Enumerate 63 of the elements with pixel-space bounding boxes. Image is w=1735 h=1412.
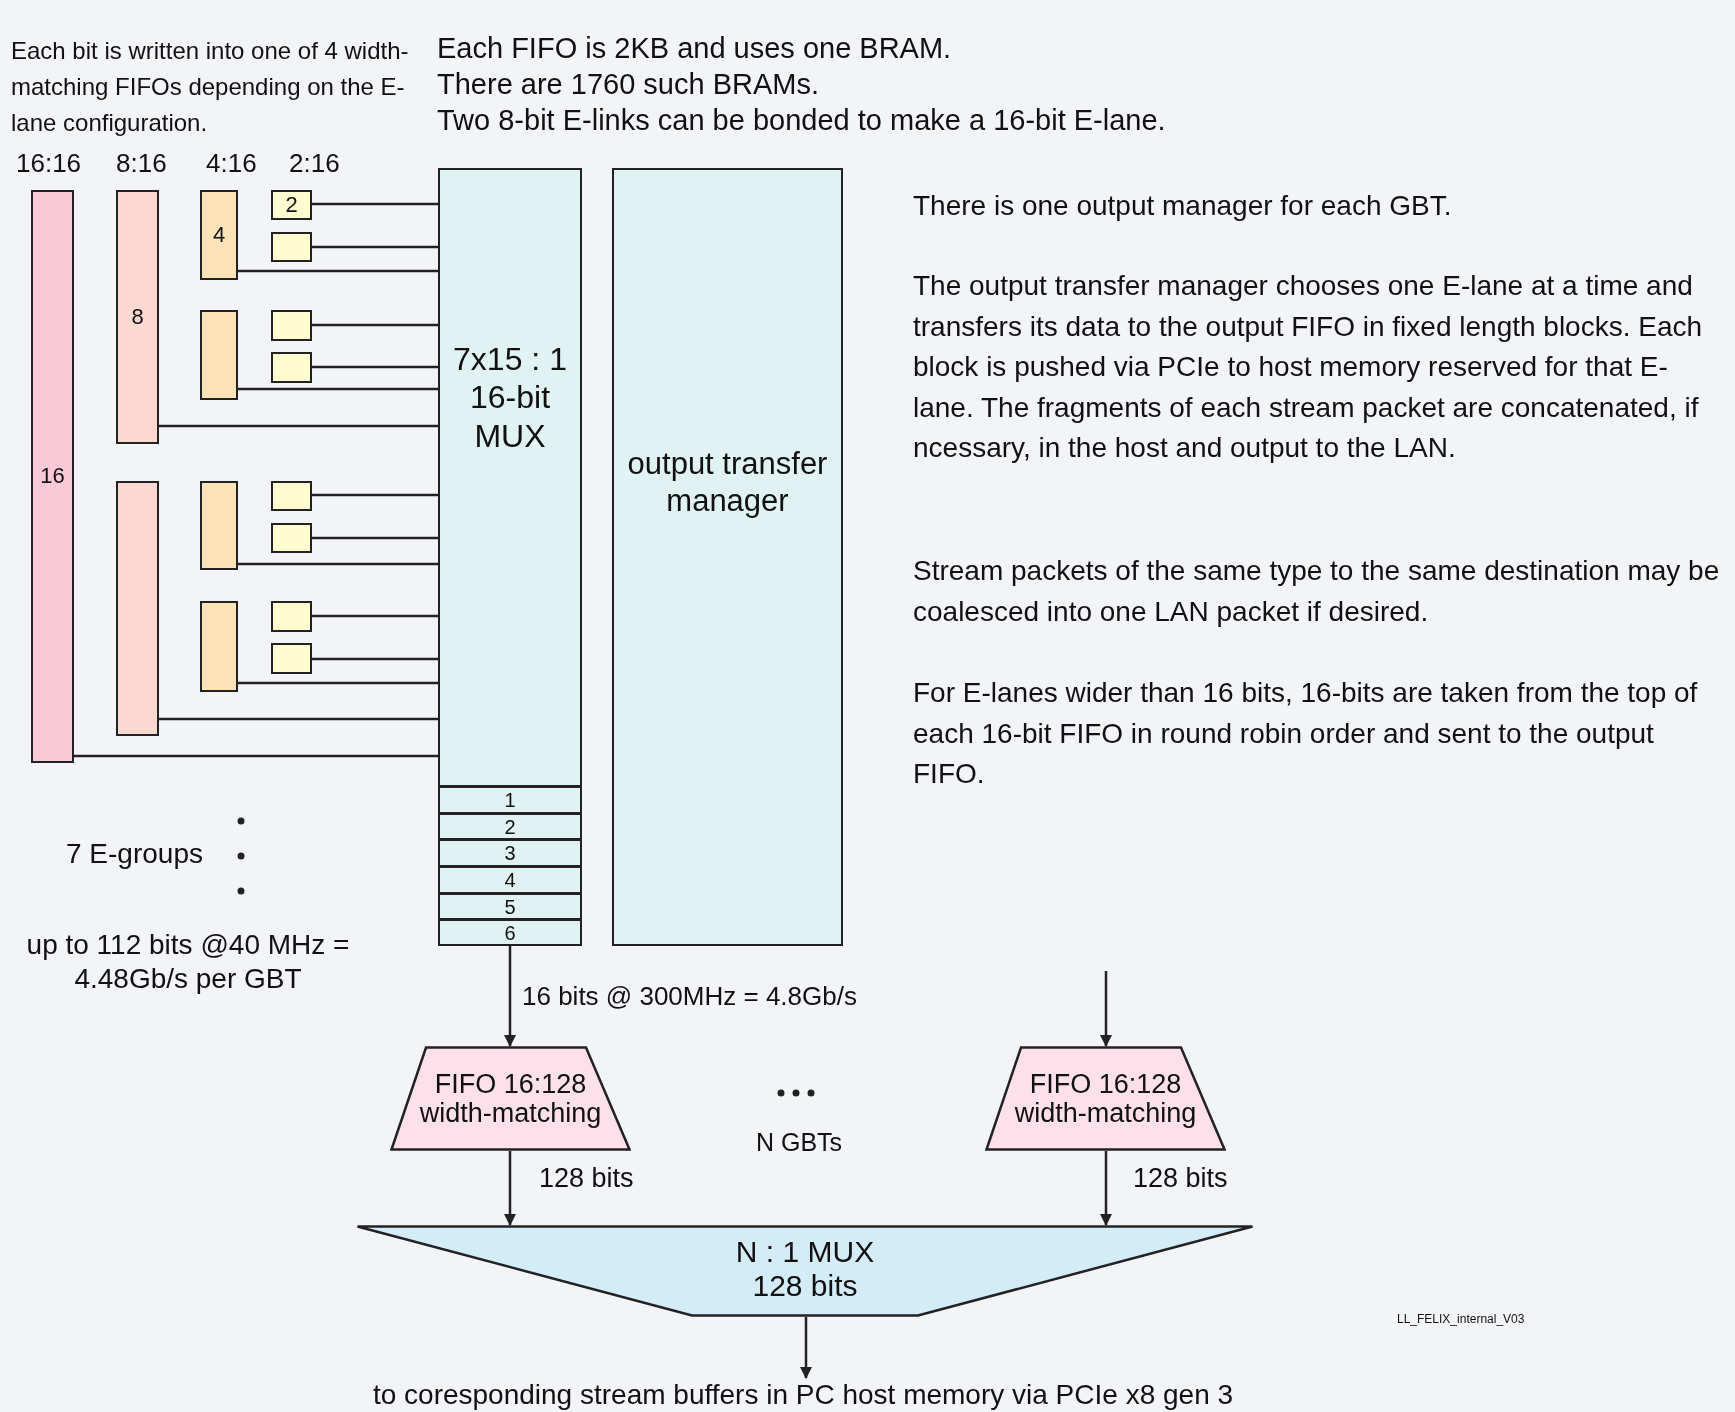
connector-line (159, 424, 438, 428)
note-text: Each FIFO is 2KB and uses one BRAM. (437, 31, 952, 66)
buffer-slot: 3 (438, 839, 582, 867)
connector-line (312, 323, 438, 327)
fifo-bar (200, 481, 238, 570)
column-label: 4:16 (206, 148, 257, 180)
fifo-bar (200, 310, 238, 400)
connector-line (238, 387, 438, 391)
arrow (504, 946, 516, 1047)
manager-block: output transfer manager (612, 168, 843, 946)
column-label: 16:16 (16, 148, 82, 180)
fifo-box (271, 601, 312, 632)
connector-line (312, 536, 438, 540)
arrow (1100, 971, 1112, 1047)
connector-line (238, 562, 438, 566)
document-id: LL_FELIX_internal_V03 (1397, 1312, 1525, 1327)
connector-line (159, 717, 438, 721)
connector-line (238, 681, 438, 685)
buffer-slot: 2 (438, 813, 582, 840)
connector-line (312, 614, 438, 618)
fifo-box (271, 352, 312, 383)
description-text: The output transfer manager chooses one E-lane at a time and transfers its data to the output FIFO in fixed length blocks. Each block is pushed via PCIe to host memory reserved for that E-lane. The fragments of each stream packet are concatenated, if ncessary, in the host and output to the LAN. (913, 269, 1704, 466)
connector-line (74, 754, 438, 758)
connector-line (312, 493, 438, 497)
note-text: Each bit is written into one of 4 width-matching FIFOs depending on the E-lane configuration. (11, 36, 410, 138)
rate-text: up to 112 bits @40 MHz = 4.48Gb/s per GBT (25, 928, 351, 996)
note-text: Two 8-bit E-links can be bonded to make a 16-bit E-lane. (437, 103, 1166, 138)
description-text: There is one output manager for each GBT. (913, 189, 1453, 223)
fifo-bar (116, 481, 159, 736)
connector-line (312, 657, 438, 661)
description-text: For E-lanes wider than 16 bits, 16-bits are taken from the top of each 16-bit FIFO in round robin order and sent to the output FIFO. (913, 676, 1699, 792)
column-label: 2:16 (289, 148, 340, 180)
fifo-trapezoid: FIFO 16:128 width-matching (985, 1046, 1226, 1151)
connector-line (238, 269, 438, 273)
fifo-bar: 4 (200, 190, 238, 280)
mux-block: 7x15 : 1 16-bit MUX (438, 168, 582, 787)
buffer-slot: 4 (438, 866, 582, 894)
arrow (800, 1317, 812, 1379)
group-count-text: 7 E-groups (66, 837, 203, 871)
column-label: 8:16 (116, 148, 167, 180)
fifo-box (271, 643, 312, 674)
fifo-box (271, 523, 312, 553)
description-text: Stream packets of the same type to the same destination may be coalesced into one LAN packet if desired. (913, 554, 1721, 629)
fifo-box (271, 232, 312, 262)
connector-line (312, 202, 438, 206)
arrow (1100, 1151, 1112, 1226)
fifo-box: 2 (271, 190, 312, 220)
group-count-text: N GBTs (756, 1127, 843, 1157)
fifo-bar: 8 (116, 190, 159, 444)
destination-text: to coresponding stream buffers in PC host memory via PCIe x8 gen 3 (300, 1378, 1306, 1412)
connector-line (312, 365, 438, 369)
fifo-bar: 16 (31, 190, 74, 763)
fifo-trapezoid: FIFO 16:128 width-matching (390, 1046, 631, 1151)
buffer-slot: 1 (438, 786, 582, 814)
mux-trapezoid: N : 1 MUX 128 bits (356, 1225, 1254, 1317)
connector-line (312, 245, 438, 249)
note-text: There are 1760 such BRAMs. (437, 67, 819, 102)
fifo-bar (200, 601, 238, 692)
fifo-box (271, 310, 312, 341)
buffer-slot: 5 (438, 893, 582, 920)
fifo-box (271, 481, 312, 511)
buffer-slot: 6 (438, 919, 582, 946)
arrow (504, 1151, 516, 1226)
